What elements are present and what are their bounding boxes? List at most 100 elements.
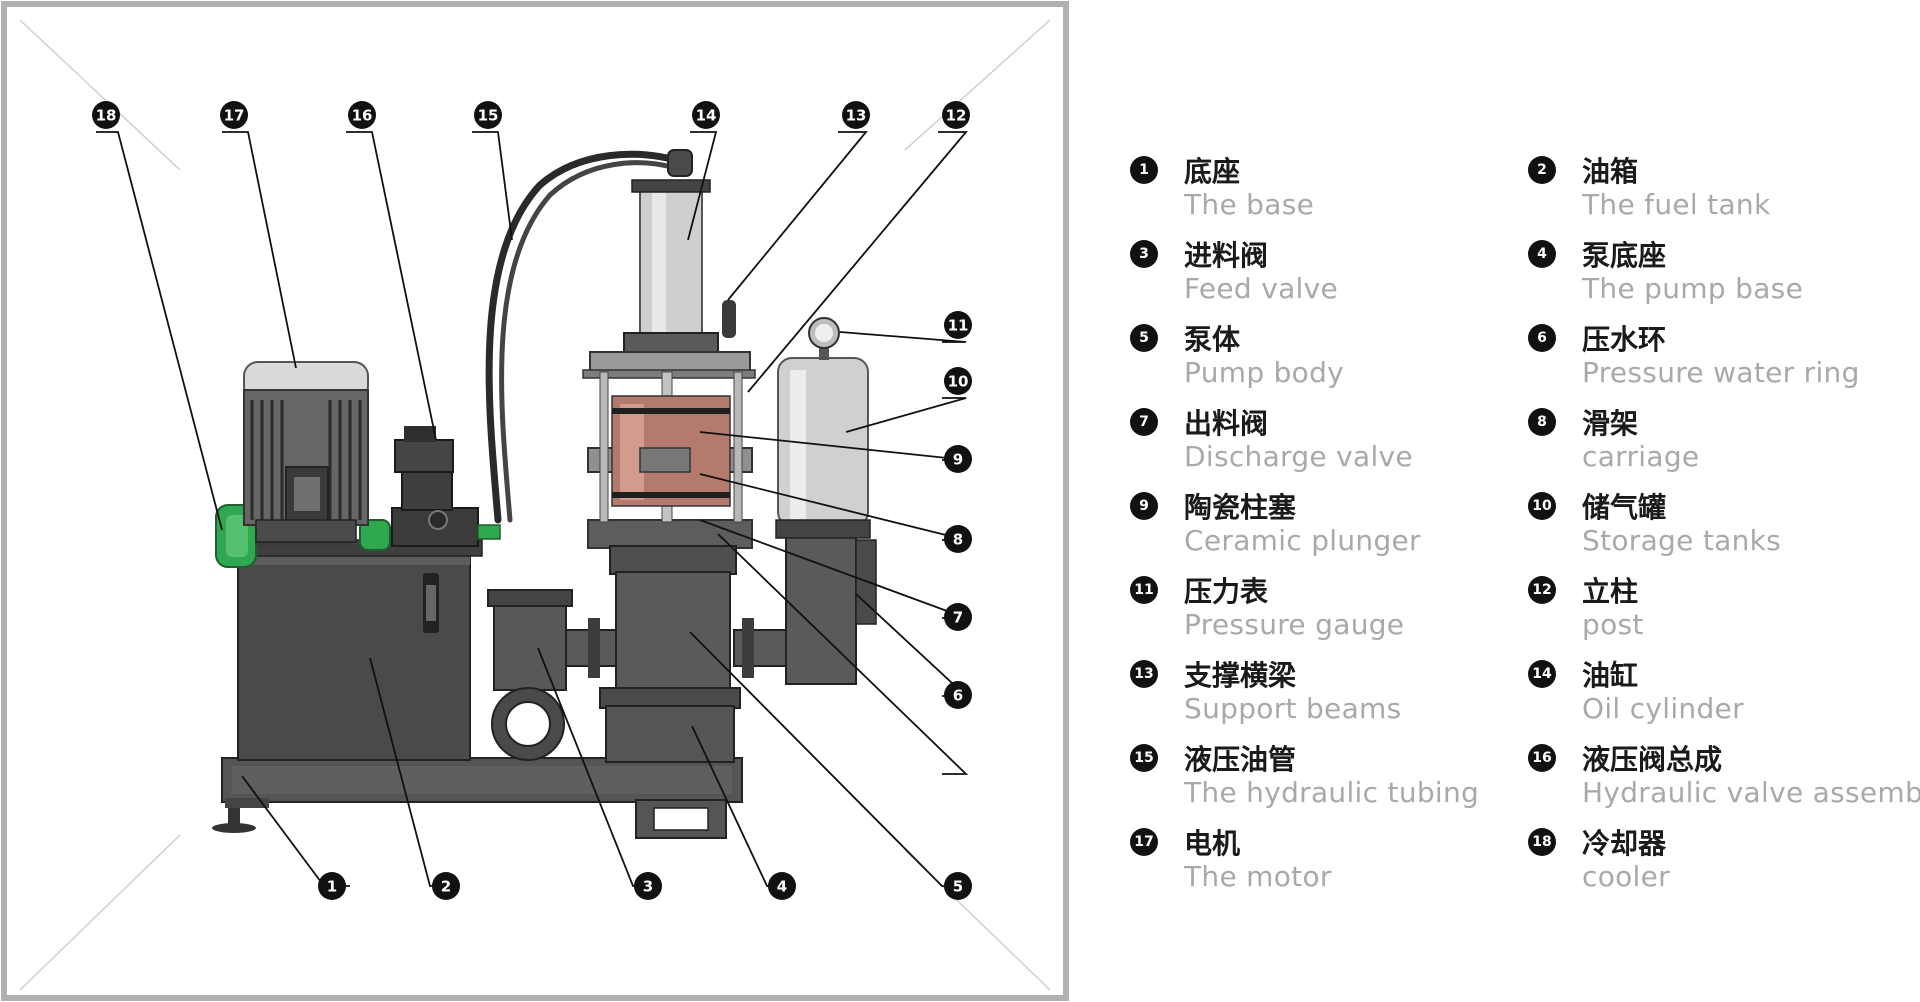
legend-chinese-label: 油缸 <box>1582 659 1639 692</box>
callout-badge-6 <box>944 681 972 709</box>
legend-number-badge: 15 <box>1130 744 1158 772</box>
callout-5: 5 <box>944 872 972 900</box>
motor <box>243 361 369 543</box>
legend-english-label: Hydraulic valve assembly <box>1582 776 1920 809</box>
callout-badge-12 <box>942 101 970 129</box>
legend-number-badge: 7 <box>1130 408 1158 436</box>
legend-chinese-label: 油箱 <box>1582 155 1639 188</box>
legend-english-label: Discharge valve <box>1184 440 1413 473</box>
legend-english-label: The pump base <box>1582 272 1804 305</box>
callout-label-2: 2 <box>441 878 451 896</box>
callout-badge-7 <box>944 603 972 631</box>
legend-number-badge: 4 <box>1528 240 1556 268</box>
legend-chinese-label: 电机 <box>1184 827 1241 860</box>
legend-number-badge: 9 <box>1130 492 1158 520</box>
legend-chinese-label: 压水环 <box>1582 323 1667 356</box>
callout-label-5: 5 <box>953 878 963 896</box>
callout-label-8: 8 <box>953 531 963 549</box>
callout-badge-11 <box>944 311 972 339</box>
callout-badge-14 <box>692 101 720 129</box>
callout-3: 3 <box>634 872 662 900</box>
legend-number-badge: 5 <box>1130 324 1158 352</box>
legend-chinese-label: 冷却器 <box>1582 827 1667 860</box>
legend-chinese-label: 泵体 <box>1184 323 1241 356</box>
callout-13: 13 <box>842 101 870 129</box>
legend-number-badge: 1 <box>1130 156 1158 184</box>
callout-badge-15 <box>474 101 502 129</box>
legend-english-label: Ceramic plunger <box>1184 524 1421 557</box>
legend-number-badge: 18 <box>1528 828 1556 856</box>
legend-english-label: carriage <box>1582 440 1700 473</box>
callout-label-9: 9 <box>953 451 963 469</box>
callout-badge-1 <box>318 872 346 900</box>
callout-8: 8 <box>944 525 972 553</box>
callout-badge-18 <box>92 101 120 129</box>
legend-english-label: Pump body <box>1184 356 1345 389</box>
callout-badge-4 <box>768 872 796 900</box>
oil-cylinder <box>623 179 719 356</box>
legend-number-badge: 13 <box>1130 660 1158 688</box>
callout-label-15: 15 <box>478 107 499 125</box>
diagram-frame <box>1 1 1069 1001</box>
legend-chinese-label: 底座 <box>1184 155 1241 188</box>
legend-number-badge: 10 <box>1528 492 1556 520</box>
legend-english-label: The fuel tank <box>1582 188 1771 221</box>
legend-english-label: The base <box>1184 188 1315 221</box>
callout-9: 9 <box>944 445 972 473</box>
callout-7: 7 <box>944 603 972 631</box>
pump-body <box>599 545 741 763</box>
legend-english-label: post <box>1582 608 1644 641</box>
callout-label-13: 13 <box>846 107 867 125</box>
callout-label-7: 7 <box>953 609 963 627</box>
legend-number-badge: 8 <box>1528 408 1556 436</box>
legend-chinese-label: 泵底座 <box>1582 239 1667 272</box>
legend-english-label: Feed valve <box>1184 272 1339 305</box>
callout-label-11: 11 <box>948 317 969 335</box>
callout-label-4: 4 <box>777 878 787 896</box>
callout-17: 17 <box>220 101 248 129</box>
callout-15: 15 <box>474 101 502 129</box>
legend-english-label: Storage tanks <box>1582 524 1782 557</box>
callout-2: 2 <box>432 872 460 900</box>
callout-10: 10 <box>944 367 972 395</box>
legend-number-badge: 16 <box>1528 744 1556 772</box>
legend-english-label: Oil cylinder <box>1582 692 1744 725</box>
callout-badge-5 <box>944 872 972 900</box>
feed-valve <box>487 589 617 761</box>
callout-badge-10 <box>944 367 972 395</box>
callout-18: 18 <box>92 101 120 129</box>
legend-english-label: Pressure gauge <box>1184 608 1405 641</box>
legend-chinese-label: 陶瓷柱塞 <box>1184 491 1297 524</box>
crop-mark <box>904 19 1051 151</box>
discharge-valve <box>733 533 877 685</box>
hydraulic-tubing <box>485 149 693 524</box>
pump-frame <box>582 300 756 549</box>
legend-chinese-label: 支撑横梁 <box>1184 659 1297 692</box>
callout-label-14: 14 <box>696 107 717 125</box>
crop-mark <box>19 834 181 991</box>
callout-label-17: 17 <box>224 107 245 125</box>
callout-1: 1 <box>318 872 346 900</box>
legend-number-badge: 11 <box>1130 576 1158 604</box>
legend-number-badge: 14 <box>1528 660 1556 688</box>
leader-lines <box>96 131 969 887</box>
callout-16: 16 <box>348 101 376 129</box>
callout-14: 14 <box>692 101 720 129</box>
callout-6: 6 <box>944 681 972 709</box>
legend-number-badge: 12 <box>1528 576 1556 604</box>
crop-mark <box>19 19 181 171</box>
callout-label-1: 1 <box>327 878 337 896</box>
legend-english-label: Pressure water ring <box>1582 356 1860 389</box>
legend-english-label: The motor <box>1184 860 1332 893</box>
legend-english-label: Support beams <box>1184 692 1402 725</box>
callout-badge-17 <box>220 101 248 129</box>
